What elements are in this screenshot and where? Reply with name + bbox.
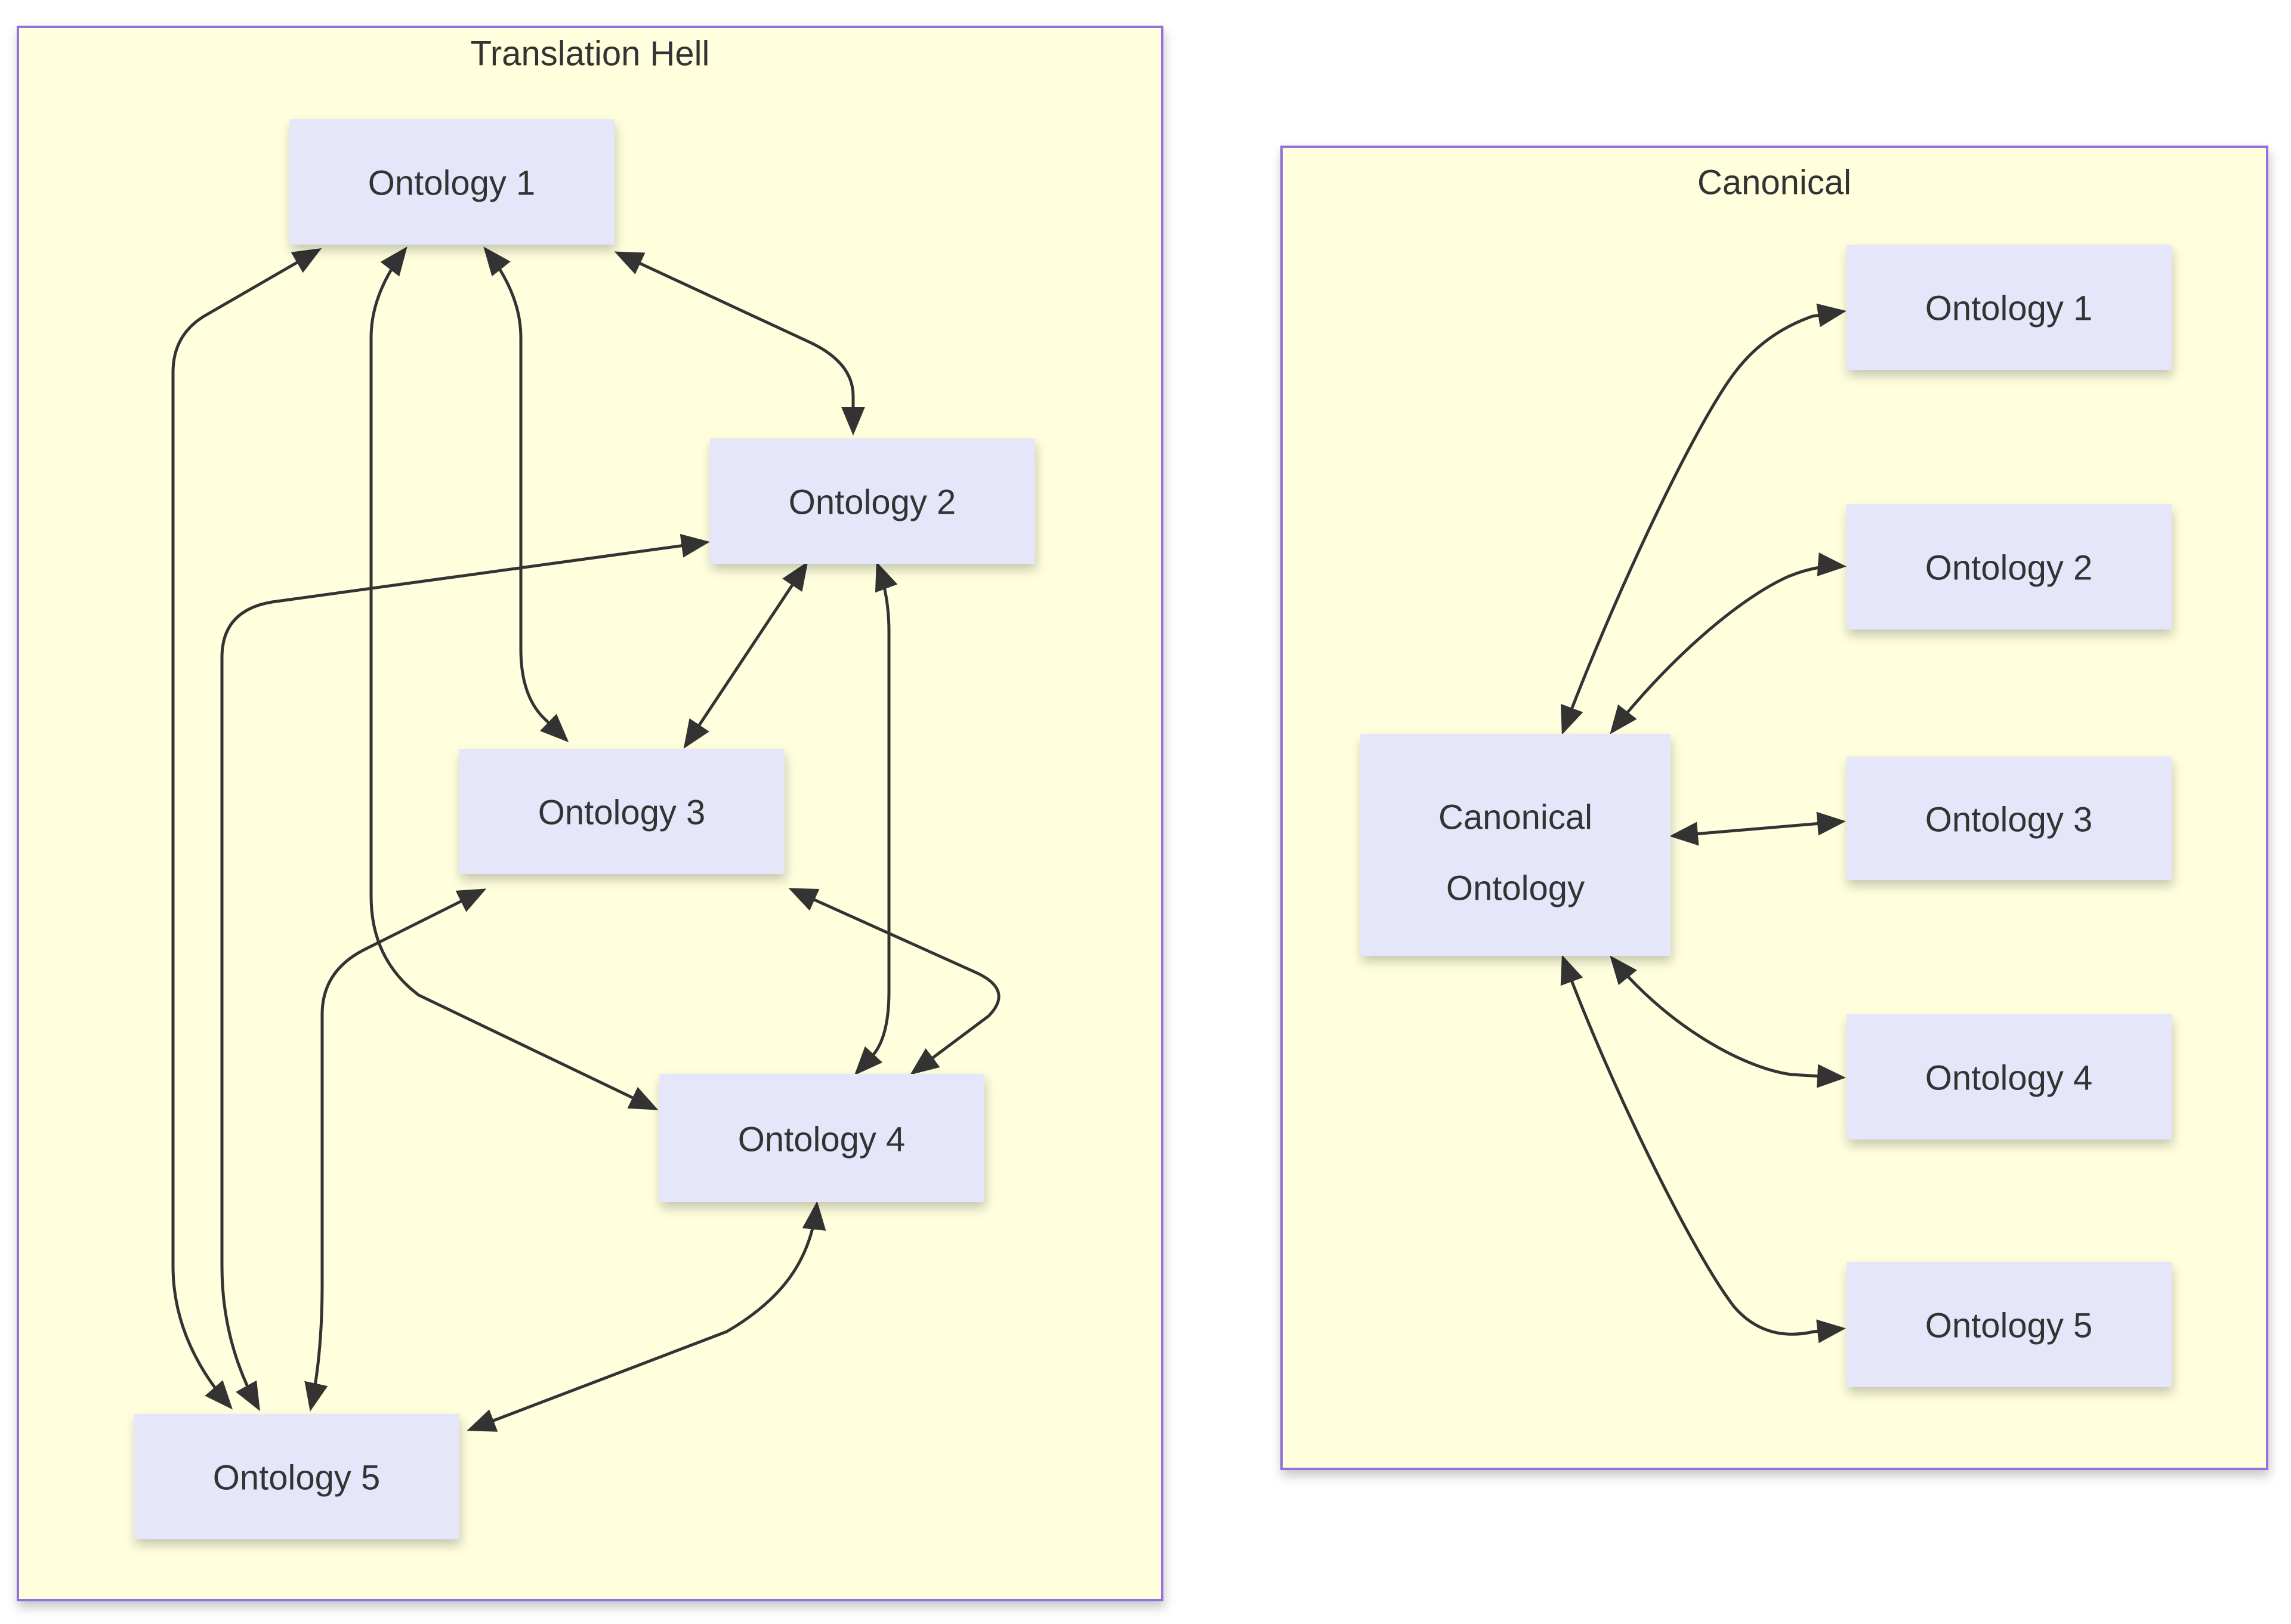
node-label: Ontology 1	[1925, 289, 2093, 328]
edge-l3-l4	[788, 888, 1001, 1075]
node-box	[1847, 757, 2172, 880]
node-label: Ontology 5	[1925, 1307, 2093, 1345]
node-box	[1847, 1014, 2172, 1140]
node-label-line1: Canonical	[1438, 798, 1592, 837]
node-r1-ontology-1: Ontology 1	[1847, 245, 2172, 370]
node-box	[1847, 504, 2172, 629]
node-label-line2: Ontology	[1446, 869, 1585, 908]
node-label: Ontology 5	[213, 1459, 381, 1498]
node-r5-ontology-5: Ontology 5	[1847, 1262, 2172, 1387]
node-r2-ontology-2: Ontology 2	[1847, 504, 2172, 629]
node-canonical-ontology: Canonical Ontology	[1360, 734, 1671, 956]
cluster-title-canonical: Canonical	[1697, 163, 1851, 202]
node-label: Ontology 2	[1925, 549, 2093, 588]
edge-l1-l5	[171, 248, 322, 1410]
node-label: Ontology 1	[368, 164, 536, 203]
node-label: Ontology 2	[789, 483, 956, 522]
edge-layer	[171, 246, 1847, 1432]
edge-l2-l5	[220, 533, 710, 1412]
edge-co-r5	[1560, 955, 1846, 1344]
node-l5-ontology-5: Ontology 5	[134, 1414, 459, 1539]
node-l2-ontology-2: Ontology 2	[710, 439, 1035, 564]
node-box	[1847, 1262, 2172, 1387]
edge-l1-l2	[614, 251, 865, 436]
node-l4-ontology-4: Ontology 4	[659, 1074, 984, 1202]
node-label: Ontology 3	[538, 794, 706, 832]
node-label: Ontology 3	[1925, 801, 2093, 839]
node-r3-ontology-3: Ontology 3	[1847, 757, 2172, 880]
node-l3-ontology-3: Ontology 3	[459, 749, 785, 874]
edge-co-r2	[1610, 552, 1847, 734]
node-box	[1360, 734, 1671, 956]
edge-co-r3	[1669, 811, 1846, 846]
cluster-title-translation-hell: Translation Hell	[471, 35, 710, 73]
node-label: Ontology 4	[738, 1120, 906, 1159]
node-box	[134, 1414, 459, 1539]
node-box	[1847, 245, 2172, 370]
node-box	[659, 1074, 984, 1202]
edge-l3-l5	[304, 888, 487, 1412]
node-box	[459, 749, 785, 874]
node-box	[289, 119, 615, 245]
node-r4-ontology-4: Ontology 4	[1847, 1014, 2172, 1140]
edge-co-r1	[1560, 303, 1847, 735]
edge-l4-l5	[467, 1201, 826, 1432]
node-box	[710, 439, 1035, 564]
node-label: Ontology 4	[1925, 1059, 2093, 1098]
node-l1-ontology-1: Ontology 1	[289, 119, 615, 245]
